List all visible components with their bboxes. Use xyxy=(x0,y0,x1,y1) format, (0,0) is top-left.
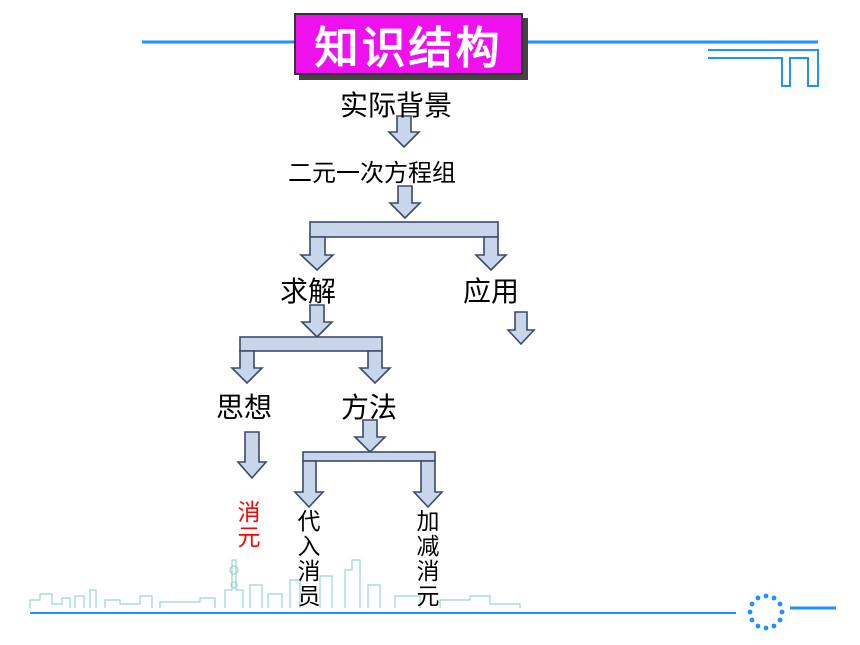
arrow-to-idea xyxy=(230,350,264,385)
arrow-apply-down xyxy=(506,311,536,346)
city-skyline-icon xyxy=(29,559,521,608)
dotted-circle-icon xyxy=(747,593,785,631)
node-substitution: 代入消员 xyxy=(297,509,321,610)
arrow-solve-down xyxy=(300,304,334,339)
arrow-to-method xyxy=(358,350,392,385)
node-background: 实际背景 xyxy=(340,89,453,122)
bracket-system xyxy=(309,221,499,238)
arrow-to-apply xyxy=(474,236,508,272)
arrow-background-to-system xyxy=(387,115,421,149)
node-system: 二元一次方程组 xyxy=(288,159,456,187)
bracket-solve xyxy=(239,336,383,352)
page-title: 知识结构 xyxy=(314,23,503,74)
title-box: 知识结构 xyxy=(294,13,523,75)
node-addsub: 加减消元 xyxy=(416,509,440,610)
node-elimination: 消元 xyxy=(237,500,261,551)
arrow-to-addsub xyxy=(412,460,444,509)
node-apply: 应用 xyxy=(463,275,520,308)
arrow-idea-down xyxy=(236,431,268,480)
arrow-method-down xyxy=(353,419,387,454)
arrow-system-to-bracket xyxy=(388,185,422,220)
node-method: 方法 xyxy=(341,391,398,424)
node-idea: 思想 xyxy=(216,391,273,424)
bracket-method xyxy=(302,451,436,462)
arrow-to-solve xyxy=(298,236,336,272)
node-solve: 求解 xyxy=(280,275,337,308)
corner-bracket-icon xyxy=(708,49,819,87)
arrow-to-substitution xyxy=(293,460,325,509)
